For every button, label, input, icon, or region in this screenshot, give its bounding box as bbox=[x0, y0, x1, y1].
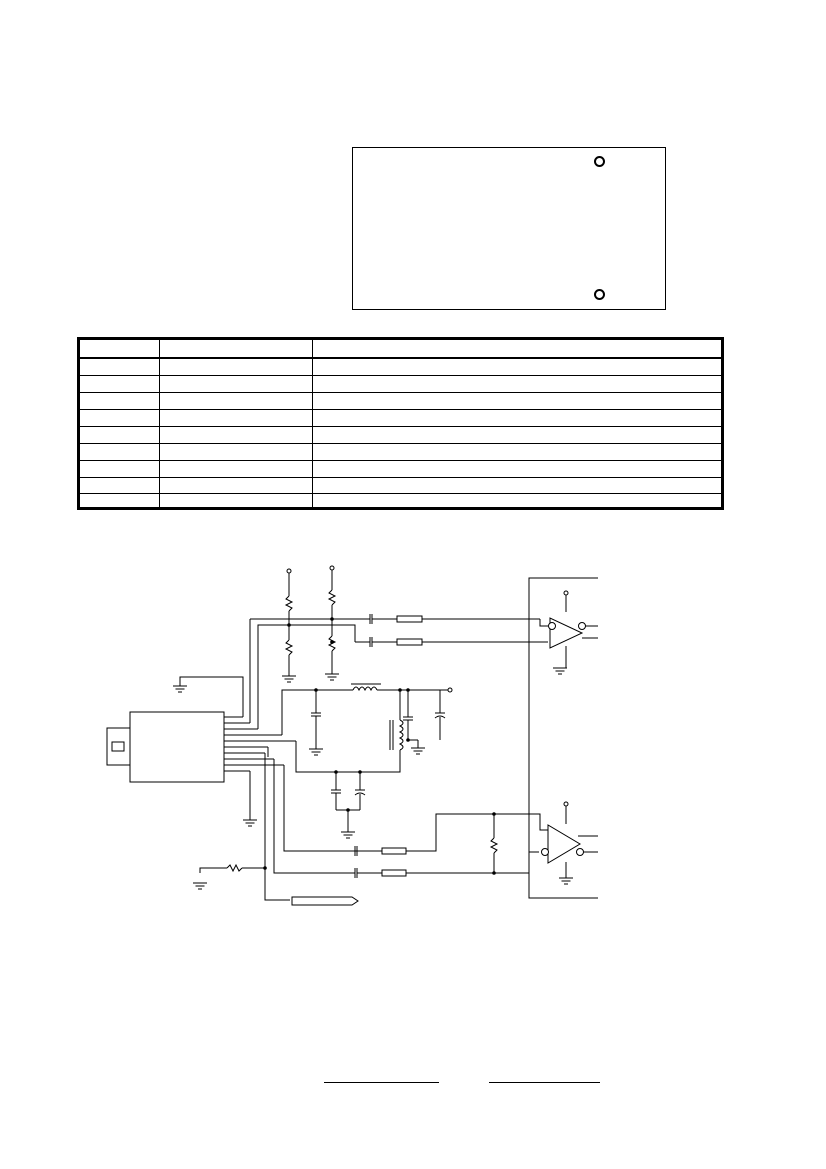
table-row bbox=[80, 427, 721, 444]
pin-assignment-table bbox=[77, 337, 724, 510]
ground-icon bbox=[559, 877, 573, 885]
ground-icon bbox=[553, 667, 567, 675]
module-outline-figure bbox=[352, 147, 666, 310]
transformer-coil bbox=[398, 719, 404, 751]
mount-hole-top bbox=[594, 156, 605, 167]
table-row bbox=[80, 444, 721, 461]
receiver-buffer-upper bbox=[549, 617, 584, 649]
table-row bbox=[80, 478, 721, 494]
resistor-ground bbox=[226, 863, 243, 873]
ground-icon bbox=[341, 831, 355, 839]
host-board-outline bbox=[528, 577, 598, 899]
vcc-terminal-5 bbox=[563, 801, 569, 807]
vcc-terminal-4 bbox=[563, 590, 569, 596]
ground-icon bbox=[309, 748, 323, 756]
vcc-terminal-2 bbox=[329, 565, 335, 571]
mount-hole-bottom bbox=[594, 289, 605, 300]
ground-icon bbox=[325, 673, 339, 681]
vcc-terminal-3 bbox=[447, 687, 453, 693]
ground-icon bbox=[173, 685, 187, 693]
connector-body bbox=[129, 711, 225, 783]
signal-output-tag bbox=[291, 896, 359, 906]
resistor-rx-plus bbox=[381, 847, 407, 855]
connector-latch bbox=[106, 727, 131, 766]
ground-icon bbox=[193, 882, 207, 890]
table-header-row bbox=[80, 340, 721, 359]
vcc-terminal-1 bbox=[286, 568, 292, 574]
table-column-divider bbox=[312, 340, 313, 507]
table-row bbox=[80, 461, 721, 478]
ground-icon bbox=[282, 675, 296, 683]
inductor-filter bbox=[352, 686, 378, 692]
signature-line-left bbox=[324, 1082, 439, 1083]
application-circuit-schematic bbox=[106, 565, 598, 906]
resistor-rx-minus bbox=[381, 869, 407, 877]
table-row bbox=[80, 410, 721, 427]
resistor-tx-plus bbox=[396, 615, 423, 623]
signature-line-right bbox=[489, 1082, 600, 1083]
table-row bbox=[80, 393, 721, 410]
resistor-bias-3 bbox=[327, 589, 337, 606]
resistor-tx-minus bbox=[396, 638, 423, 646]
table-row bbox=[80, 376, 721, 393]
resistor-bias-2 bbox=[284, 639, 294, 656]
connector-latch-inner bbox=[111, 741, 125, 752]
resistor-termination bbox=[489, 837, 499, 854]
driver-buffer-lower bbox=[547, 824, 581, 864]
resistor-bias-1 bbox=[284, 595, 294, 612]
table-row bbox=[80, 359, 721, 376]
table-column-divider bbox=[159, 340, 160, 507]
ground-icon bbox=[243, 819, 257, 827]
ground-icon bbox=[411, 747, 425, 755]
